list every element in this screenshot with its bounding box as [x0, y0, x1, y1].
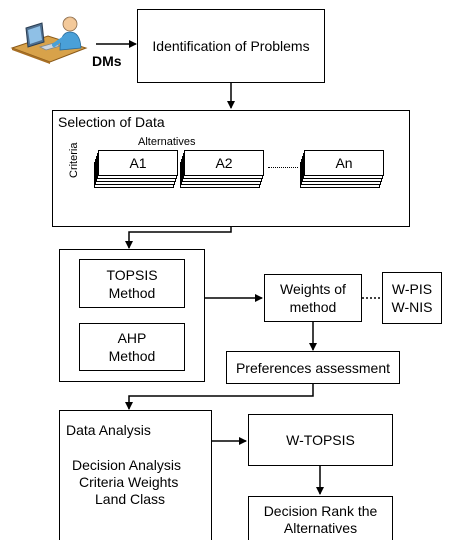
identification-label: Identification of Problems [152, 38, 310, 54]
decision-rank-box: Decision Rank the Alternatives [248, 496, 393, 540]
ahp-line2: Method [108, 348, 156, 364]
preferences-assessment-box: Preferences assessment [226, 351, 400, 384]
topsis-line2: Method [108, 284, 156, 301]
wnis-label: W-NIS [391, 299, 433, 315]
criteria-label: Criteria [68, 142, 80, 178]
alternative-stack-a1: A1 [94, 150, 184, 190]
wpis-wnis-box: W-PIS W-NIS [382, 272, 442, 324]
weights-line1: Weights of [280, 281, 346, 297]
topsis-line1: TOPSIS [106, 266, 158, 283]
preferences-label: Preferences assessment [235, 359, 391, 376]
weights-of-method-box: Weights of method [264, 274, 362, 322]
data-analysis-box [59, 410, 212, 540]
dms-label: DMs [92, 53, 122, 69]
wpis-label: W-PIS [391, 281, 433, 297]
arrow-preferences-to-analysis [125, 384, 314, 410]
ahp-method-box: AHP Method [79, 323, 185, 371]
analysis-line1: Decision Analysis [72, 457, 181, 473]
analysis-line2: Criteria Weights [79, 474, 179, 490]
wtopsis-label: W-TOPSIS [286, 432, 355, 448]
w-topsis-box: W-TOPSIS [248, 414, 393, 466]
topsis-method-box: TOPSIS Method [79, 259, 185, 308]
selection-of-data-title: Selection of Data [58, 114, 165, 130]
ellipsis-dots [268, 167, 298, 168]
identification-of-problems-box: Identification of Problems [137, 9, 325, 83]
rank-line1: Decision Rank the [263, 503, 378, 519]
alternative-label: An [335, 155, 353, 171]
alternative-label: A2 [215, 155, 233, 171]
alternative-label: A1 [129, 155, 147, 171]
arrow-selection-to-methods [125, 227, 232, 249]
alternative-stack-an: An [300, 150, 390, 190]
alternative-stack-a2: A2 [180, 150, 270, 190]
weights-line2: method [289, 299, 337, 315]
analysis-line3: Land Class [95, 491, 166, 507]
rank-line2: Alternatives [283, 520, 358, 536]
alternatives-label: Alternatives [138, 136, 196, 148]
dms-person-icon [8, 14, 88, 64]
ahp-line1: AHP [117, 330, 147, 346]
data-analysis-title: Data Analysis [66, 422, 151, 438]
